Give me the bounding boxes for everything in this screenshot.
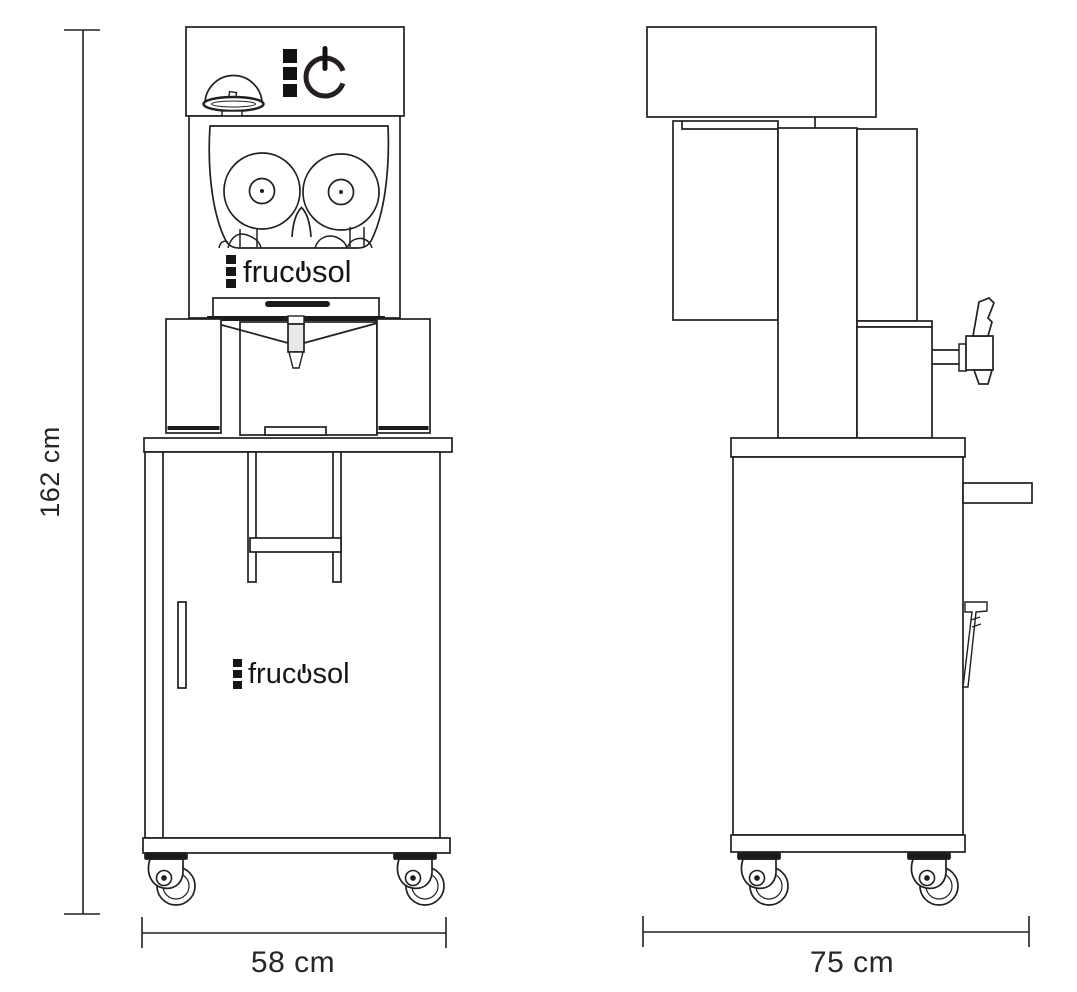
side-handle-bar [962, 482, 1033, 504]
side-cabinet [730, 437, 1033, 853]
front-view [142, 26, 453, 906]
caster-side-left [737, 852, 789, 906]
width-dimension-line [141, 917, 447, 948]
dimension-lines [64, 29, 1030, 948]
tap-nozzle [972, 369, 994, 385]
brand-power-o: o [294, 254, 312, 289]
squeezer-cups [218, 227, 373, 249]
side-rear-column-lower [856, 326, 933, 439]
frucosol-mark-icon [226, 255, 236, 288]
front-tap [287, 315, 305, 369]
side-front-column [672, 120, 779, 321]
control-mark-icon [283, 49, 297, 97]
depth-dimension-label: 75 cm [809, 946, 895, 979]
height-dimension-line [64, 29, 100, 915]
squeezing-window [208, 125, 390, 249]
caster-side-right [907, 852, 959, 906]
caster-front-left [144, 852, 196, 906]
side-cabinet-top-band [730, 437, 966, 458]
front-cabinet [142, 437, 453, 854]
brand-text-pre: fruc [248, 657, 297, 690]
side-view [646, 26, 1033, 906]
left-side-column [165, 318, 222, 434]
side-cabinet-body [732, 456, 964, 836]
side-cabinet-base [730, 834, 966, 853]
width-dimension-label: 58 cm [250, 946, 336, 979]
side-rear-column-upper [856, 128, 918, 322]
power-icon [303, 46, 347, 99]
side-head-box [646, 26, 877, 118]
vent-slot [264, 426, 327, 436]
cabinet-body [144, 451, 441, 839]
side-middle-column [777, 127, 858, 439]
brand-text-pre: fruc [243, 254, 295, 289]
door-handle-slot [177, 601, 187, 689]
right-side-column [376, 318, 431, 434]
collector-back-panel [239, 321, 378, 436]
tray-slot [265, 301, 330, 307]
brand-text-post: sol [311, 254, 352, 289]
support-crossbar [249, 537, 342, 553]
frucosol-mark-icon [233, 659, 242, 689]
support-post-left [247, 451, 257, 583]
side-door-handle [962, 601, 988, 688]
support-post-right [332, 451, 342, 583]
cabinet-base [142, 837, 451, 854]
brand-power-o: o [296, 657, 313, 690]
caster-front-right [393, 852, 445, 906]
side-tap [932, 297, 995, 385]
depth-dimension-line [642, 916, 1030, 947]
height-dimension-label: 162 cm [35, 426, 65, 518]
collector-section [165, 297, 431, 436]
brand-text-post: sol [312, 657, 350, 690]
tap-handle [971, 297, 995, 337]
cabinet-top-band [143, 437, 453, 453]
